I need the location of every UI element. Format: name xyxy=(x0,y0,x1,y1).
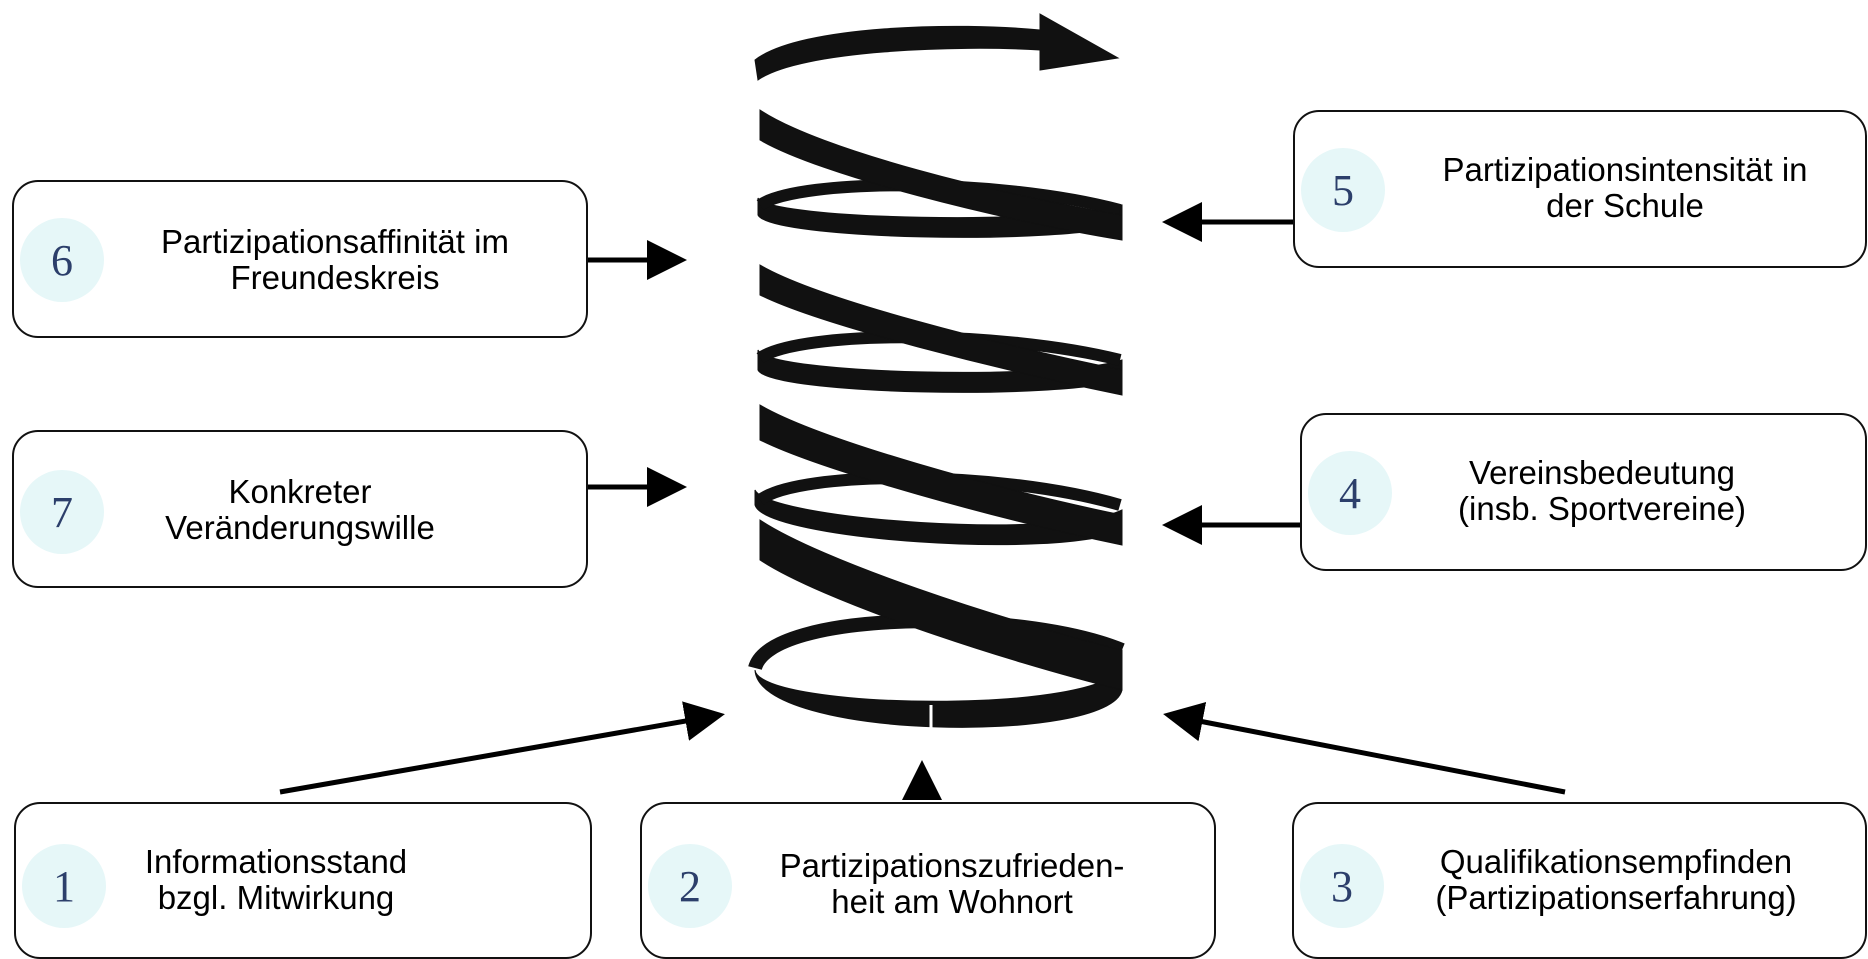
factor-box-7: 7 Konkreter Veränderungswille xyxy=(12,430,588,588)
factor-label-3: Qualifikationsempfinden (Partizipationse… xyxy=(1435,843,1797,916)
spiral-coil-4-front xyxy=(757,196,1123,238)
spiral-diagonal-4 xyxy=(759,109,1123,241)
factor-label-2: Partizipationszufrieden- heit am Wohnort xyxy=(779,847,1125,920)
spiral-diagonal-1 xyxy=(759,519,1123,691)
factor-number-4: 4 xyxy=(1308,451,1392,535)
factor-number-2: 2 xyxy=(648,844,732,928)
spiral-coil-3-front xyxy=(757,349,1123,393)
factor-box-1: 1 Informationsstand bzgl. Mitwirkung xyxy=(14,802,592,959)
factor-box-6: 6 Partizipationsaffinität im Freundeskre… xyxy=(12,180,588,338)
factor-number-6: 6 xyxy=(20,218,104,302)
factor-number-5: 5 xyxy=(1301,148,1385,232)
arrow-3-to-spiral xyxy=(1163,702,1566,795)
arrow-1-to-spiral xyxy=(279,701,725,795)
factor-label-7: Konkreter Veränderungswille xyxy=(165,473,435,546)
factor-number-1: 1 xyxy=(22,844,106,928)
spiral-diagonal-3 xyxy=(759,264,1123,396)
factor-box-2: 2 Partizipationszufrieden- heit am Wohno… xyxy=(640,802,1216,959)
spiral-diagonal-2 xyxy=(759,404,1123,546)
factor-box-3: 3 Qualifikationsempfinden (Partizipation… xyxy=(1292,802,1867,959)
factor-label-5: Partizipationsintensität in der Schule xyxy=(1442,151,1808,224)
factor-label-1: Informationsstand bzgl. Mitwirkung xyxy=(144,843,408,916)
factor-label-6: Partizipationsaffinität im Freundeskreis xyxy=(161,223,509,296)
spiral-arrowhead xyxy=(1039,13,1120,71)
factor-box-4: 4 Vereinsbedeutung (insb. Sportvereine) xyxy=(1300,413,1867,571)
factor-number-7: 7 xyxy=(20,470,104,554)
factor-number-3: 3 xyxy=(1300,844,1384,928)
factor-box-5: 5 Partizipationsintensität in der Schule xyxy=(1293,110,1867,268)
factor-label-4: Vereinsbedeutung (insb. Sportvereine) xyxy=(1458,454,1746,527)
